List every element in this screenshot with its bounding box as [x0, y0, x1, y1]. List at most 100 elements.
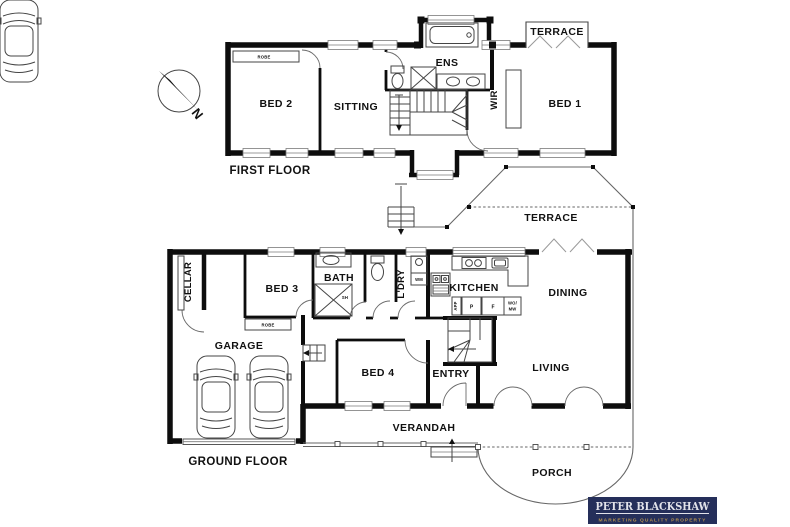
label-terrace-gf: TERRACE [524, 212, 578, 224]
window [344, 401, 373, 411]
window [416, 170, 454, 180]
ensuite-fixtures [390, 22, 486, 90]
ground-floor-labels: CELLAR BED 3 BATH SH L'DRY KITCHEN DININ… [183, 212, 587, 479]
robe-label: ROBE [258, 55, 271, 60]
vanity-icon [436, 73, 486, 90]
sink-icon [491, 257, 509, 269]
stair-arrow [396, 125, 402, 131]
window [452, 247, 526, 257]
label-kitchen: KITCHEN [449, 282, 498, 294]
compass-needle-icon [159, 71, 198, 110]
step-arrow [303, 350, 309, 356]
kitchen-bench [451, 255, 529, 287]
window [267, 247, 295, 257]
label-garage: GARAGE [215, 340, 264, 352]
window [483, 148, 519, 158]
window [334, 148, 364, 158]
first-floor-doors [301, 49, 489, 152]
verandah-edge [303, 438, 478, 462]
steps-arrow [449, 438, 455, 444]
robe-label: ROBE [262, 323, 275, 328]
label-porch: PORCH [532, 467, 572, 479]
cooktop-icon [461, 257, 487, 269]
first-floor-interior-walls [318, 45, 494, 153]
label-ens: ENS [436, 57, 459, 69]
laundry-fixtures: WM [410, 255, 428, 286]
first-floor-terrace-outline [525, 21, 589, 49]
cellar-shelf [177, 255, 185, 311]
ground-openings [182, 238, 603, 445]
window [383, 401, 411, 411]
ground-floor-stairs [447, 317, 493, 363]
window [319, 247, 346, 257]
porch-edge [475, 444, 634, 505]
bed2-robe: ROBE [232, 50, 300, 63]
ground-interior-walls [201, 252, 497, 443]
kitchen-fixtures: APP P F WO/ MW [430, 255, 529, 316]
label-first-floor-title: FIRST FLOOR [229, 165, 310, 177]
ground-terrace-outline [387, 165, 635, 447]
window [427, 15, 475, 25]
car-icon [0, 0, 42, 83]
window [285, 148, 309, 158]
entry-steps [430, 438, 478, 462]
label-fridge: F [491, 305, 494, 311]
washing-machine-icon [410, 272, 428, 286]
shower-icon [314, 283, 353, 317]
kitchen-cabinets: APP P F WO/ MW [451, 296, 522, 316]
shower-icon [410, 66, 437, 90]
compass-circle [157, 69, 201, 113]
label-bed3: BED 3 [266, 283, 299, 295]
terrace-steps [387, 183, 415, 235]
bed3-robe: ROBE [244, 318, 292, 331]
window [242, 148, 271, 158]
stair-arrow [448, 346, 454, 352]
first-floor-bay-posts [414, 16, 496, 49]
label-bath: BATH [324, 272, 354, 284]
bathroom-fixtures [314, 252, 385, 317]
compass: N [157, 69, 206, 122]
first-floor-stairs [389, 89, 468, 136]
label-living: LIVING [532, 362, 569, 374]
label-shower: SH [342, 295, 348, 300]
first-floor: ROBE [225, 15, 617, 180]
label-sitting: SITTING [334, 101, 378, 113]
double-door-symbol [541, 238, 595, 253]
logo-background [588, 497, 717, 524]
appliance-cupboard [430, 272, 451, 297]
first-floor-labels: BED 2 SITTING ENS WIR BED 1 TERRACE FIRS… [229, 26, 583, 177]
label-wir: WIR [489, 90, 500, 109]
label-microwave: MW [509, 307, 517, 312]
label-ground-floor-title: GROUND FLOOR [188, 456, 288, 468]
wir-robe [505, 69, 522, 129]
label-wm: WM [415, 277, 423, 282]
double-door-symbol [527, 35, 581, 49]
label-bed4: BED 4 [362, 367, 395, 379]
vanity-icon [315, 252, 352, 268]
window [372, 40, 398, 50]
label-laundry: L'DRY [396, 269, 407, 299]
label-pantry: P [470, 305, 474, 311]
window [327, 40, 359, 50]
label-entry: ENTRY [432, 368, 469, 380]
label-bed2: BED 2 [260, 98, 293, 110]
garage-door [182, 438, 296, 445]
bathtub-icon [425, 22, 479, 48]
label-cellar: CELLAR [183, 262, 194, 302]
window [539, 148, 586, 158]
steps-arrow [398, 229, 404, 235]
ground-floor: ROBE WM [0, 0, 635, 505]
label-verandah: VERANDAH [393, 422, 456, 434]
label-dining: DINING [548, 287, 587, 299]
logo-tagline: MARKETING QUALITY PROPERTY [599, 518, 707, 523]
label-bed1: BED 1 [549, 98, 582, 110]
toilet-icon [390, 65, 405, 89]
window [373, 148, 396, 158]
label-app: APP [453, 301, 458, 310]
garage-step [302, 344, 326, 362]
toilet-icon [370, 255, 385, 281]
label-terrace-ff: TERRACE [530, 26, 584, 38]
logo-brand-name: PETER BLACKSHAW [596, 499, 711, 513]
